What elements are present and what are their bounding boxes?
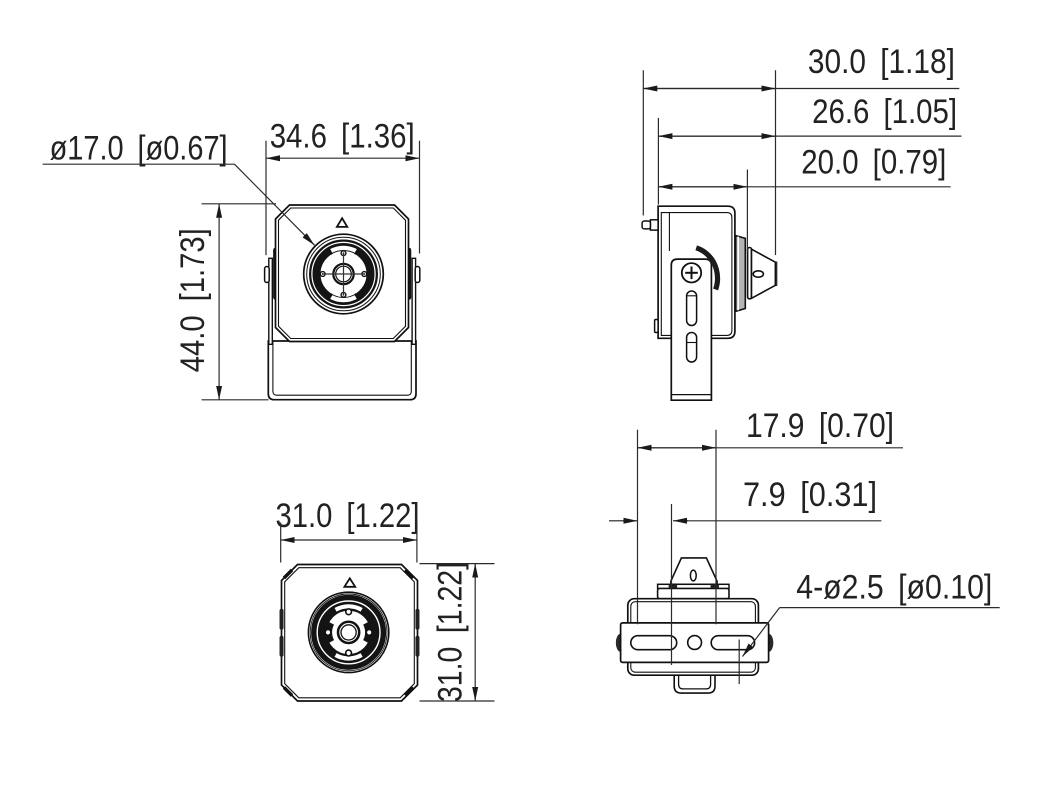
- svg-text:ø17.0 [ø0.67]: ø17.0 [ø0.67]: [50, 130, 228, 168]
- svg-text:17.9 [0.70]: 17.9 [0.70]: [746, 407, 894, 445]
- svg-text:31.0 [1.22]: 31.0 [1.22]: [432, 562, 470, 702]
- svg-text:7.9 [0.31]: 7.9 [0.31]: [743, 476, 877, 514]
- svg-text:44.0 [1.73]: 44.0 [1.73]: [174, 228, 212, 372]
- svg-text:20.0 [0.79]: 20.0 [0.79]: [801, 144, 946, 182]
- svg-text:31.0 [1.22]: 31.0 [1.22]: [276, 497, 420, 535]
- svg-text:30.0 [1.18]: 30.0 [1.18]: [808, 43, 955, 81]
- svg-text:26.6 [1.05]: 26.6 [1.05]: [812, 93, 957, 131]
- svg-text:4-ø2.5 [ø0.10]: 4-ø2.5 [ø0.10]: [796, 569, 992, 607]
- svg-text:34.6 [1.36]: 34.6 [1.36]: [270, 118, 415, 156]
